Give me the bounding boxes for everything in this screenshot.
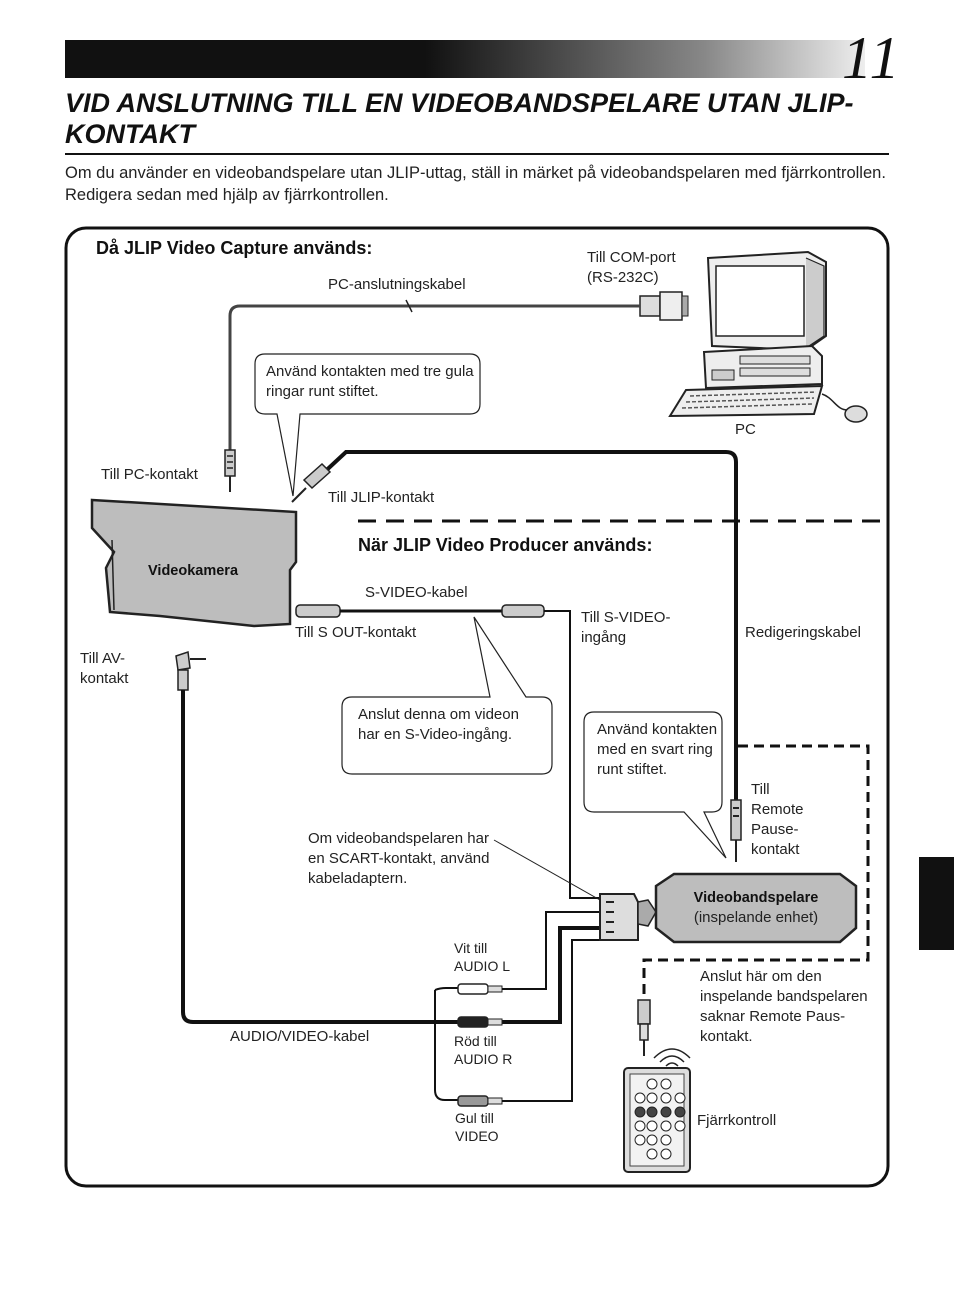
jlip-plug-icon	[291, 462, 332, 503]
remote-dashed-line	[642, 744, 870, 1000]
label-to-pc-jack: Till PC-kontakt	[101, 466, 198, 483]
page-title: VID ANSLUTNING TILL EN VIDEOBANDSPELARE …	[65, 88, 854, 149]
camcorder-icon	[90, 498, 298, 628]
callout-three-rings-shape	[254, 353, 481, 497]
mouse-icon	[821, 393, 868, 423]
pc-cable-break	[405, 299, 413, 313]
section-heading-producer: När JLIP Video Producer används:	[358, 535, 653, 555]
label-editing-cable: Redigeringskabel	[745, 624, 861, 641]
vcr-title: Videobandspelare	[693, 890, 819, 906]
callout-black-ring-text: Använd kontakten med en svart ring runt …	[597, 721, 718, 778]
av-cable	[175, 650, 600, 1107]
svideo-cable	[295, 604, 600, 899]
title-underline	[65, 153, 889, 155]
remote-plug-icon	[637, 999, 651, 1056]
label-svideo-cable: S-VIDEO-kabel	[365, 584, 468, 601]
callout-black-ring-shape	[583, 711, 727, 859]
vcr-icon	[654, 872, 858, 944]
label-to-jlip-jack: Till JLIP-kontakt	[328, 489, 435, 506]
editing-cable-line	[316, 450, 738, 800]
label-av-cable: AUDIO/VIDEO-kabel	[230, 1028, 370, 1045]
label-scart: Om videobandspelaren har en SCART-kontak…	[308, 830, 490, 887]
keyboard-icon	[668, 384, 824, 418]
camcorder-label: Videokamera	[148, 563, 239, 579]
vcr-subtitle: (inspelande enhet)	[693, 909, 819, 926]
diagram-frame	[64, 226, 890, 1188]
remote-pause-plug-icon	[730, 799, 742, 862]
remote-control-icon	[623, 1067, 691, 1173]
com-port-connector-icon	[639, 291, 689, 321]
label-to-av: Till AV-kontakt	[80, 650, 129, 687]
header-gradient-bar	[65, 40, 865, 78]
label-to-svideo-in: Till S-VIDEO-ingång	[581, 609, 671, 646]
label-pc: PC	[735, 421, 756, 438]
callout-svideo-text: Anslut denna om videon har en S-Video-in…	[358, 706, 519, 743]
signal-waves-icon	[653, 1048, 691, 1067]
pc-monitor-icon	[706, 250, 827, 352]
label-connect-here: Anslut här om den inspelande bandspelare…	[700, 968, 868, 1045]
scart-adapter-icon	[493, 839, 657, 941]
section-heading-capture: Då JLIP Video Capture används:	[96, 238, 373, 258]
label-red-audio-r: Röd till AUDIO R	[454, 1033, 513, 1067]
pc-tower-icon	[702, 344, 823, 390]
section-thumb-tab	[919, 857, 954, 950]
callout-three-rings-text: Använd kontakten med tre gula ringar run…	[266, 363, 474, 400]
label-com-port: Till COM-port (RS-232C)	[587, 249, 676, 286]
label-pc-cable: PC-anslutningskabel	[328, 276, 466, 293]
pc-cable-line	[228, 304, 640, 450]
label-white-audio-l: Vit till AUDIO L	[454, 940, 511, 974]
page-number: 11	[842, 25, 902, 91]
pc-jack-plug-icon	[224, 449, 236, 492]
label-yellow-video: Gul till VIDEO	[455, 1110, 499, 1144]
callout-svideo-shape	[341, 616, 553, 775]
label-to-s-out: Till S OUT-kontakt	[295, 624, 417, 641]
intro-paragraph: Om du använder en videobandspelare utan …	[65, 164, 886, 204]
label-remote: Fjärrkontroll	[697, 1112, 777, 1129]
label-remote-pause: Till Remote Pause-kontakt	[751, 781, 804, 858]
